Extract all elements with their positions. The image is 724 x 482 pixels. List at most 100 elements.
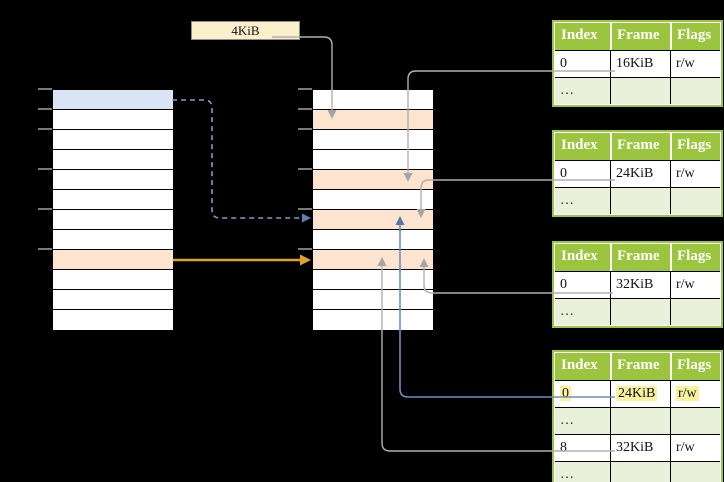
cell-flags: r/w xyxy=(670,272,720,298)
column-header-index: Index xyxy=(561,248,598,264)
virtual-page-row xyxy=(53,290,173,310)
page-table-2: Index Frame Flags 0 24KiB r/w … xyxy=(552,130,723,217)
cell-flags xyxy=(670,408,720,434)
cell-index: 0 xyxy=(555,381,610,407)
address-tick xyxy=(298,208,312,210)
cell-index: … xyxy=(555,408,610,434)
page-table-ellipsis-row: … xyxy=(555,187,720,214)
physical-frame-row xyxy=(313,150,433,170)
physical-frame-row xyxy=(313,230,433,250)
address-tick xyxy=(38,168,52,170)
arrow-virtual-page-to-frame-dashed xyxy=(172,99,311,223)
physical-frame-row-used xyxy=(313,250,433,270)
page-table-ellipsis-row: … xyxy=(555,407,720,434)
physical-frame-row-used xyxy=(313,210,433,230)
cell-frame xyxy=(610,188,670,214)
column-header-index: Index xyxy=(561,357,598,373)
cell-flags: r/w xyxy=(670,51,720,77)
page-size-label: 4KiB xyxy=(231,23,260,38)
column-header-frame: Frame xyxy=(610,353,670,380)
cell-index: … xyxy=(555,462,610,482)
cell-frame xyxy=(610,78,670,104)
cell-index: 0 xyxy=(555,161,610,187)
physical-frame-row-used xyxy=(313,110,433,130)
cell-index: 8 xyxy=(555,435,610,461)
physical-frame-row-used xyxy=(313,170,433,190)
address-tick xyxy=(38,108,52,110)
virtual-page-row xyxy=(53,170,173,190)
column-header-frame: Frame xyxy=(610,244,670,271)
physical-frame-row xyxy=(313,190,433,210)
address-tick xyxy=(298,168,312,170)
address-tick xyxy=(38,248,52,250)
page-table-2-header: Index Frame Flags xyxy=(555,133,720,160)
physical-frame-row xyxy=(313,270,433,290)
virtual-page-row-mapped xyxy=(53,250,173,270)
cell-frame: 24KiB xyxy=(610,381,670,407)
address-tick xyxy=(38,128,52,130)
physical-memory-column xyxy=(312,89,434,331)
virtual-page-row xyxy=(53,270,173,290)
virtual-memory-column xyxy=(52,89,174,331)
column-header-index: Index xyxy=(561,137,598,153)
cell-flags: r/w xyxy=(670,435,720,461)
cell-frame: 32KiB xyxy=(610,272,670,298)
column-header-flags: Flags xyxy=(670,23,720,50)
virtual-page-row xyxy=(53,230,173,250)
page-table-3-header: Index Frame Flags xyxy=(555,244,720,271)
column-header-flags: Flags xyxy=(670,133,720,160)
page-table-row-highlighted: 0 24KiB r/w xyxy=(555,380,720,407)
physical-frame-row xyxy=(313,90,433,110)
virtual-page-row xyxy=(53,110,173,130)
column-header-flags: Flags xyxy=(670,244,720,271)
address-tick xyxy=(298,128,312,130)
cell-frame: 16KiB xyxy=(610,51,670,77)
column-header-frame: Frame xyxy=(610,23,670,50)
page-table-row: 0 24KiB r/w xyxy=(555,160,720,187)
page-table-row: 0 16KiB r/w xyxy=(555,50,720,77)
virtual-page-row xyxy=(53,130,173,150)
physical-frame-row xyxy=(313,290,433,310)
cell-flags xyxy=(670,188,720,214)
page-table-ellipsis-row: … xyxy=(555,298,720,325)
page-table-row: 0 32KiB r/w xyxy=(555,271,720,298)
page-table-ellipsis-row: … xyxy=(555,461,720,482)
address-tick xyxy=(298,108,312,110)
cell-flags xyxy=(670,462,720,482)
cell-index: 0 xyxy=(555,51,610,77)
page-table-1-header: Index Frame Flags xyxy=(555,23,720,50)
cell-frame: 32KiB xyxy=(610,435,670,461)
cell-index: … xyxy=(555,78,610,104)
cell-flags xyxy=(670,299,720,325)
virtual-page-row-selected xyxy=(53,90,173,110)
cell-flags xyxy=(670,78,720,104)
cell-frame xyxy=(610,462,670,482)
address-tick xyxy=(38,208,52,210)
cell-frame: 24KiB xyxy=(610,161,670,187)
page-table-ellipsis-row: … xyxy=(555,77,720,104)
virtual-page-row xyxy=(53,310,173,330)
page-size-label-box: 4KiB xyxy=(191,21,300,40)
physical-frame-row xyxy=(313,130,433,150)
cell-frame xyxy=(610,299,670,325)
cell-index: … xyxy=(555,188,610,214)
virtual-page-row xyxy=(53,150,173,170)
column-header-index: Index xyxy=(561,27,598,43)
highlighted-text: 24KiB xyxy=(616,386,658,401)
page-table-1: Index Frame Flags 0 16KiB r/w … xyxy=(552,20,723,107)
address-tick xyxy=(38,88,52,90)
cell-flags: r/w xyxy=(670,161,720,187)
virtual-page-row xyxy=(53,190,173,210)
cell-frame xyxy=(610,408,670,434)
column-header-flags: Flags xyxy=(670,353,720,380)
cell-flags: r/w xyxy=(670,381,720,407)
page-table-4-header: Index Frame Flags xyxy=(555,353,720,380)
physical-frame-row xyxy=(313,310,433,330)
virtual-page-row xyxy=(53,210,173,230)
page-table-row: 8 32KiB r/w xyxy=(555,434,720,461)
address-tick xyxy=(298,88,312,90)
page-table-3: Index Frame Flags 0 32KiB r/w … xyxy=(552,241,723,328)
highlighted-text: r/w xyxy=(676,386,699,401)
address-tick xyxy=(298,248,312,250)
